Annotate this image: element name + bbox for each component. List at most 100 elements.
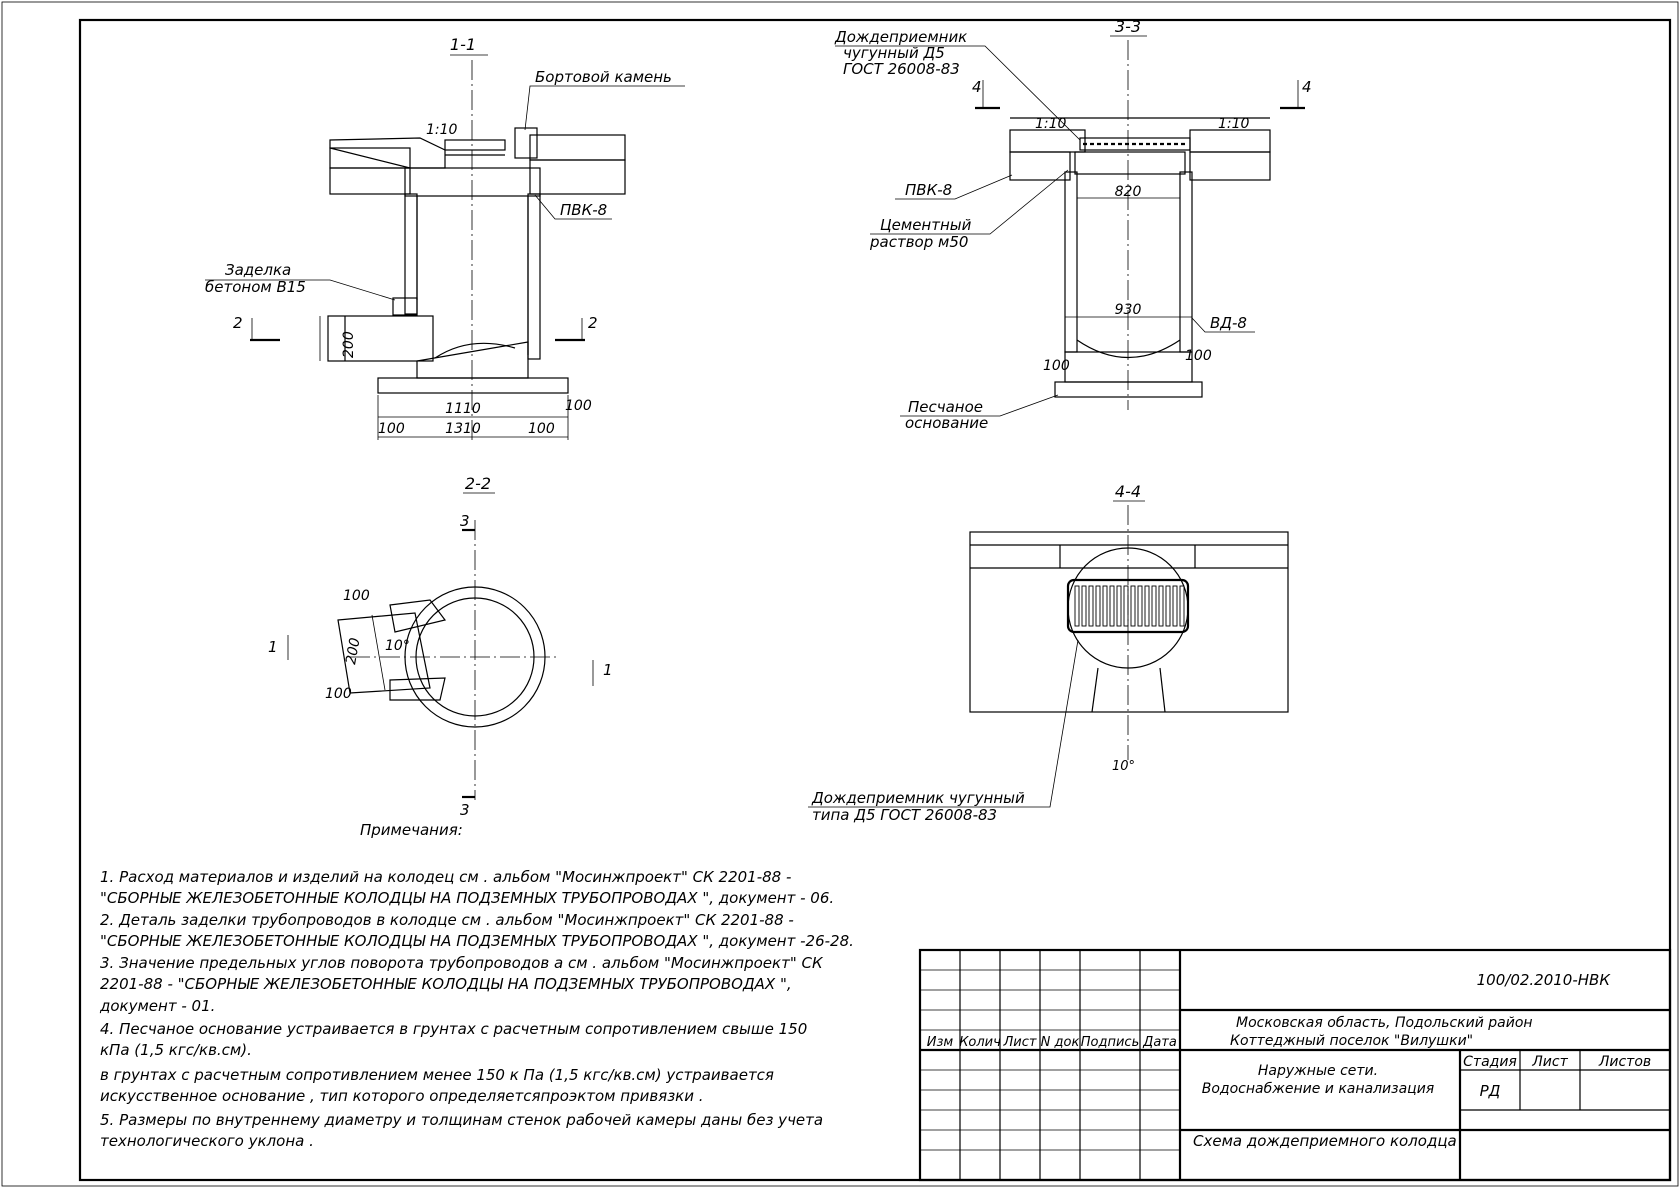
sand-base-3-3 bbox=[1054, 381, 1203, 398]
dim-820: 820 bbox=[1115, 184, 1142, 200]
location-1: Московская область, Подольский район bbox=[1236, 1015, 1533, 1031]
well-ring-outer bbox=[404, 586, 546, 728]
label-inlet-2: чугунный Д5 bbox=[843, 44, 945, 62]
note-line: кПа (1,5 кгс/кв.см). bbox=[100, 1041, 252, 1059]
section-2-2: 2-2 3 3 100 200 10° 100 1 1 bbox=[268, 474, 613, 819]
grate-slot bbox=[1095, 585, 1101, 627]
angle-small-4-4: 10° bbox=[1112, 759, 1135, 774]
note-line: 4. Песчаное основание устраивается в гру… bbox=[100, 1020, 807, 1038]
stage-value: РД bbox=[1480, 1082, 1501, 1100]
notes-lines: 1. Расход материалов и изделий на колоде… bbox=[99, 868, 854, 1150]
note-line: "СБОРНЫЕ ЖЕЛЕЗОБЕТОННЫЕ КОЛОДЦЫ НА ПОДЗЕ… bbox=[100, 889, 834, 907]
label-mortar-1: Цементный bbox=[880, 216, 972, 234]
dim-100-bottom: 100 bbox=[325, 686, 352, 702]
label-seal-1: Заделка bbox=[225, 261, 291, 279]
section-title-4-4: 4-4 bbox=[1115, 482, 1141, 501]
location-2: Коттеджный поселок "Вилушки" bbox=[1230, 1033, 1473, 1049]
notes-heading: Примечания: bbox=[360, 821, 463, 839]
grate-3-3 bbox=[1079, 137, 1191, 151]
title-block-header: Дата bbox=[1142, 1035, 1177, 1050]
note-line: 1. Расход материалов и изделий на колоде… bbox=[100, 868, 791, 886]
title-block-header: N док bbox=[1041, 1035, 1080, 1050]
cut-mark-4-right: 4 bbox=[1302, 78, 1312, 96]
dim-200-pipe: 200 bbox=[341, 331, 357, 358]
note-line: искусственное основание , тип которого о… bbox=[100, 1087, 704, 1105]
cut-mark-1-right: 1 bbox=[603, 661, 613, 679]
dim-1310: 1310 bbox=[445, 421, 481, 437]
note-line: в грунтах с расчетным сопротивлением мен… bbox=[100, 1066, 774, 1084]
label-curb-stone: Бортовой камень bbox=[535, 68, 672, 86]
angle-10: 10° bbox=[385, 638, 410, 654]
label-pvk-3-3: ПВК-8 bbox=[905, 181, 952, 199]
base-slab bbox=[377, 377, 569, 394]
section-title-1-1: 1-1 bbox=[450, 35, 476, 54]
label-inlet-4-4-1: Дождеприемник чугунный bbox=[811, 789, 1025, 807]
label-seal-2: бетоном В15 bbox=[205, 278, 306, 296]
grate-1-1 bbox=[444, 139, 506, 151]
stage-label: Стадия bbox=[1463, 1054, 1517, 1070]
note-line: технологического уклона . bbox=[100, 1132, 314, 1150]
note-line: "СБОРНЫЕ ЖЕЛЕЗОБЕТОННЫЕ КОЛОДЦЫ НА ПОДЗЕ… bbox=[100, 932, 854, 950]
dim-100-bl: 100 bbox=[378, 421, 405, 437]
slope-right-3-3: 1:10 bbox=[1218, 116, 1250, 132]
grate-slot bbox=[1074, 585, 1080, 627]
cut-mark-2-right: 2 bbox=[588, 314, 598, 332]
dim-100-right: 100 bbox=[565, 398, 592, 414]
label-inlet-4-4-2: типа Д5 ГОСТ 26008-83 bbox=[812, 806, 997, 824]
shaft-wall-right bbox=[527, 193, 541, 360]
title-block-header: Колич bbox=[959, 1035, 1001, 1050]
plan-area-4-4 bbox=[969, 531, 1289, 713]
title-block-header: Изм bbox=[927, 1035, 954, 1050]
drawing-title: Схема дождеприемного колодца bbox=[1193, 1132, 1457, 1150]
inner-frame bbox=[78, 18, 1672, 1182]
dim-100-3-3-left: 100 bbox=[1043, 358, 1070, 374]
grate-slot bbox=[1179, 585, 1185, 627]
note-line: 5. Размеры по внутреннему диаметру и тол… bbox=[100, 1111, 823, 1129]
grate-slots bbox=[1074, 585, 1185, 627]
grate-slot bbox=[1116, 585, 1122, 627]
section-title-2-2: 2-2 bbox=[465, 474, 491, 493]
cut-mark-2-left: 2 bbox=[233, 314, 243, 332]
shaft-3-3-right bbox=[1179, 171, 1193, 353]
section-1-1: 1-1 Бортовой камень 1:10 bbox=[205, 35, 685, 440]
section-4-4: 4-4 10° Дождеприемник чугунный типа Д5 Г… bbox=[808, 482, 1289, 824]
label-vd-8: ВД-8 bbox=[1210, 314, 1247, 332]
grate-slot bbox=[1144, 585, 1150, 627]
section-3-3: 3-3 Дождеприемник чугунный Д5 ГОСТ 26008… bbox=[834, 17, 1312, 432]
grate-slot bbox=[1172, 585, 1178, 627]
grate-slot bbox=[1081, 585, 1087, 627]
cut-mark-3-bottom: 3 bbox=[460, 801, 470, 819]
grate-slot bbox=[1151, 585, 1157, 627]
grate-slot bbox=[1137, 585, 1143, 627]
well-ring-inner bbox=[415, 597, 535, 717]
grate-slot bbox=[1165, 585, 1171, 627]
label-pvk-1-1: ПВК-8 bbox=[560, 201, 607, 219]
dim-200-plan: 200 bbox=[343, 637, 363, 666]
pipe-plan bbox=[337, 612, 431, 694]
note-line: документ - 01. bbox=[99, 997, 215, 1015]
notes: Примечания: 1. Расход материалов и издел… bbox=[99, 821, 854, 1150]
title-block-header: Лист bbox=[1003, 1035, 1037, 1050]
label-sand-2: основание bbox=[905, 414, 988, 432]
note-line: 3. Значение предельных углов поворота тр… bbox=[100, 954, 824, 972]
cut-mark-3-top: 3 bbox=[460, 512, 470, 530]
title-block-header: Подпись bbox=[1081, 1035, 1139, 1050]
dim-100-br: 100 bbox=[528, 421, 555, 437]
grate-slot bbox=[1130, 585, 1136, 627]
grate-slot bbox=[1102, 585, 1108, 627]
shaft-wall-left bbox=[404, 193, 418, 315]
project-1: Наружные сети. bbox=[1258, 1063, 1378, 1079]
grate-slot bbox=[1088, 585, 1094, 627]
dim-100-3-3-right: 100 bbox=[1185, 348, 1212, 364]
section-title-3-3: 3-3 bbox=[1115, 17, 1141, 36]
cut-mark-1-left: 1 bbox=[268, 638, 278, 656]
grate-slot bbox=[1109, 585, 1115, 627]
note-line: 2201-88 - "СБОРНЫЕ ЖЕЛЕЗОБЕТОННЫЕ КОЛОДЦ… bbox=[100, 975, 792, 993]
sheets-label: Листов bbox=[1598, 1054, 1651, 1070]
bottom-3-3 bbox=[1064, 351, 1193, 383]
label-inlet-3: ГОСТ 26008-83 bbox=[843, 60, 960, 78]
